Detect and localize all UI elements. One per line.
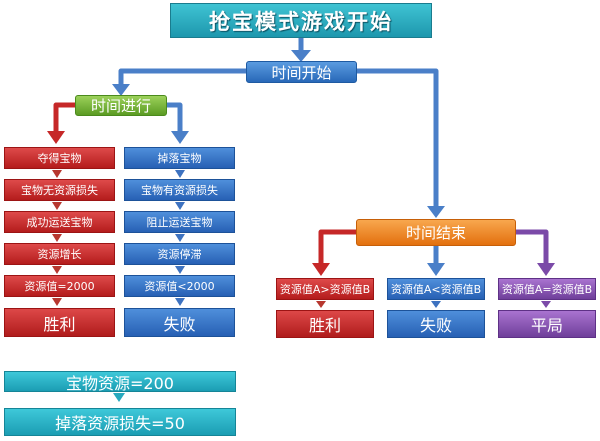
right-step-5: 资源值<2000	[124, 275, 235, 297]
arrow-progress-to-left	[53, 102, 75, 133]
result-chevrons	[316, 301, 551, 308]
arrow-end-to-purple	[516, 229, 549, 265]
end-result-defeat: 失败	[387, 310, 485, 338]
diagram-title: 抢宝模式游戏开始	[170, 3, 432, 38]
right-step-1: 掉落宝物	[124, 147, 235, 169]
right-step-2: 宝物有资源损失	[124, 179, 235, 201]
time-start-node: 时间开始	[246, 61, 357, 83]
note-drop-resource-loss: 掉落资源损失=50	[4, 408, 236, 436]
arrow-progress-to-right	[167, 102, 183, 133]
end-result-victory: 胜利	[276, 310, 374, 338]
end-condition-a-greater: 资源值A>资源值B	[276, 278, 374, 300]
left-result-victory: 胜利	[4, 308, 115, 337]
arrow-start-to-progress	[118, 68, 246, 86]
left-step-4: 资源增长	[4, 243, 115, 265]
left-step-3: 成功运送宝物	[4, 211, 115, 233]
end-condition-a-less: 资源值A<资源值B	[387, 278, 485, 300]
right-step-3: 阻止运送宝物	[124, 211, 235, 233]
note-treasure-resource: 宝物资源=200	[4, 371, 236, 393]
arrow-end-to-red	[318, 229, 356, 265]
note-chevron	[113, 393, 125, 402]
left-step-2: 宝物无资源损失	[4, 179, 115, 201]
right-column-chevrons	[175, 170, 185, 306]
left-step-1: 夺得宝物	[4, 147, 115, 169]
arrow-start-to-end	[357, 68, 439, 208]
left-step-5: 资源值=2000	[4, 275, 115, 297]
end-result-draw: 平局	[498, 310, 596, 338]
right-result-defeat: 失败	[124, 308, 235, 337]
time-end-node: 时间结束	[356, 219, 516, 246]
right-step-4: 资源停滞	[124, 243, 235, 265]
left-column-chevrons	[52, 170, 62, 306]
end-condition-a-equal: 资源值A=资源值B	[498, 278, 596, 300]
time-in-progress-node: 时间进行	[75, 95, 167, 116]
